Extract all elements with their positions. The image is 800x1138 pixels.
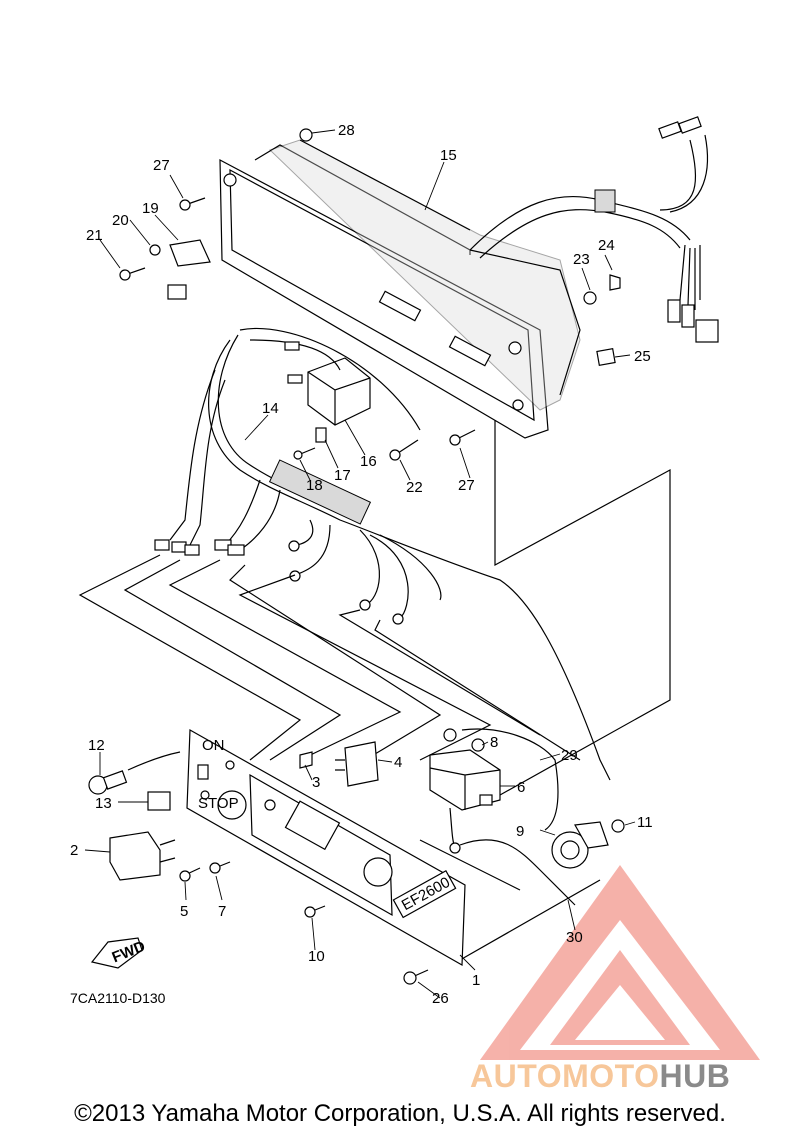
callout-17: 17 <box>334 467 351 484</box>
callout-28: 28 <box>338 122 355 139</box>
copyright-notice: ©2013 Yamaha Motor Corporation, U.S.A. A… <box>74 1100 726 1127</box>
control-box-frame <box>219 139 581 439</box>
callout-21: 21 <box>86 227 103 244</box>
callout-10: 10 <box>308 948 325 965</box>
callout-11: 11 <box>637 814 653 831</box>
callout-30: 30 <box>566 929 583 946</box>
callout-3: 3 <box>312 774 320 791</box>
callout-12: 12 <box>88 737 105 754</box>
watermark-text-part2: HUB <box>659 1058 731 1094</box>
callout-7: 7 <box>218 903 226 920</box>
callout-26: 26 <box>432 990 449 1007</box>
callout-24: 24 <box>598 237 615 254</box>
relay-box <box>307 357 371 426</box>
callout-29: 29 <box>561 747 578 764</box>
callout-6: 6 <box>517 779 525 796</box>
callout-15: 15 <box>440 147 457 164</box>
panel-stop-label: STOP <box>198 795 239 812</box>
panel-on-label: ON <box>202 737 225 754</box>
callout-16: 16 <box>360 453 377 470</box>
callout-leaders <box>84 129 636 999</box>
callout-25: 25 <box>634 348 651 365</box>
callout-19: 19 <box>142 200 159 217</box>
watermark-logo <box>480 865 760 1060</box>
callout-22: 22 <box>406 479 423 496</box>
watermark-text: AUTOMOTOHUB <box>470 1058 730 1095</box>
callout-27-bottom: 27 <box>458 477 475 494</box>
watermark-text-part1: AUTOMOTO <box>470 1058 660 1094</box>
callout-8: 8 <box>490 734 498 751</box>
diagram-reference-code: 7CA2110-D130 <box>70 990 166 1006</box>
callout-labels: 1 2 3 4 5 6 7 8 9 10 11 12 13 14 15 16 1… <box>70 122 653 1007</box>
callout-18: 18 <box>306 477 323 494</box>
callout-13: 13 <box>95 795 112 812</box>
wire-harness <box>154 284 611 781</box>
callout-4: 4 <box>394 754 402 771</box>
callout-14: 14 <box>262 400 279 417</box>
callout-9: 9 <box>516 823 524 840</box>
callout-5: 5 <box>180 903 188 920</box>
callout-27-top: 27 <box>153 157 170 174</box>
routing-leader-lines <box>78 420 671 961</box>
callout-1: 1 <box>472 972 480 989</box>
callout-23: 23 <box>573 251 590 268</box>
panel-parts: FWD <box>88 728 625 985</box>
control-panel: ON STOP EF2600 <box>186 728 466 967</box>
callout-2: 2 <box>70 842 78 859</box>
main-wire-harness-upper <box>469 116 719 343</box>
callout-20: 20 <box>112 212 129 229</box>
upper-left-small-parts <box>119 128 621 461</box>
